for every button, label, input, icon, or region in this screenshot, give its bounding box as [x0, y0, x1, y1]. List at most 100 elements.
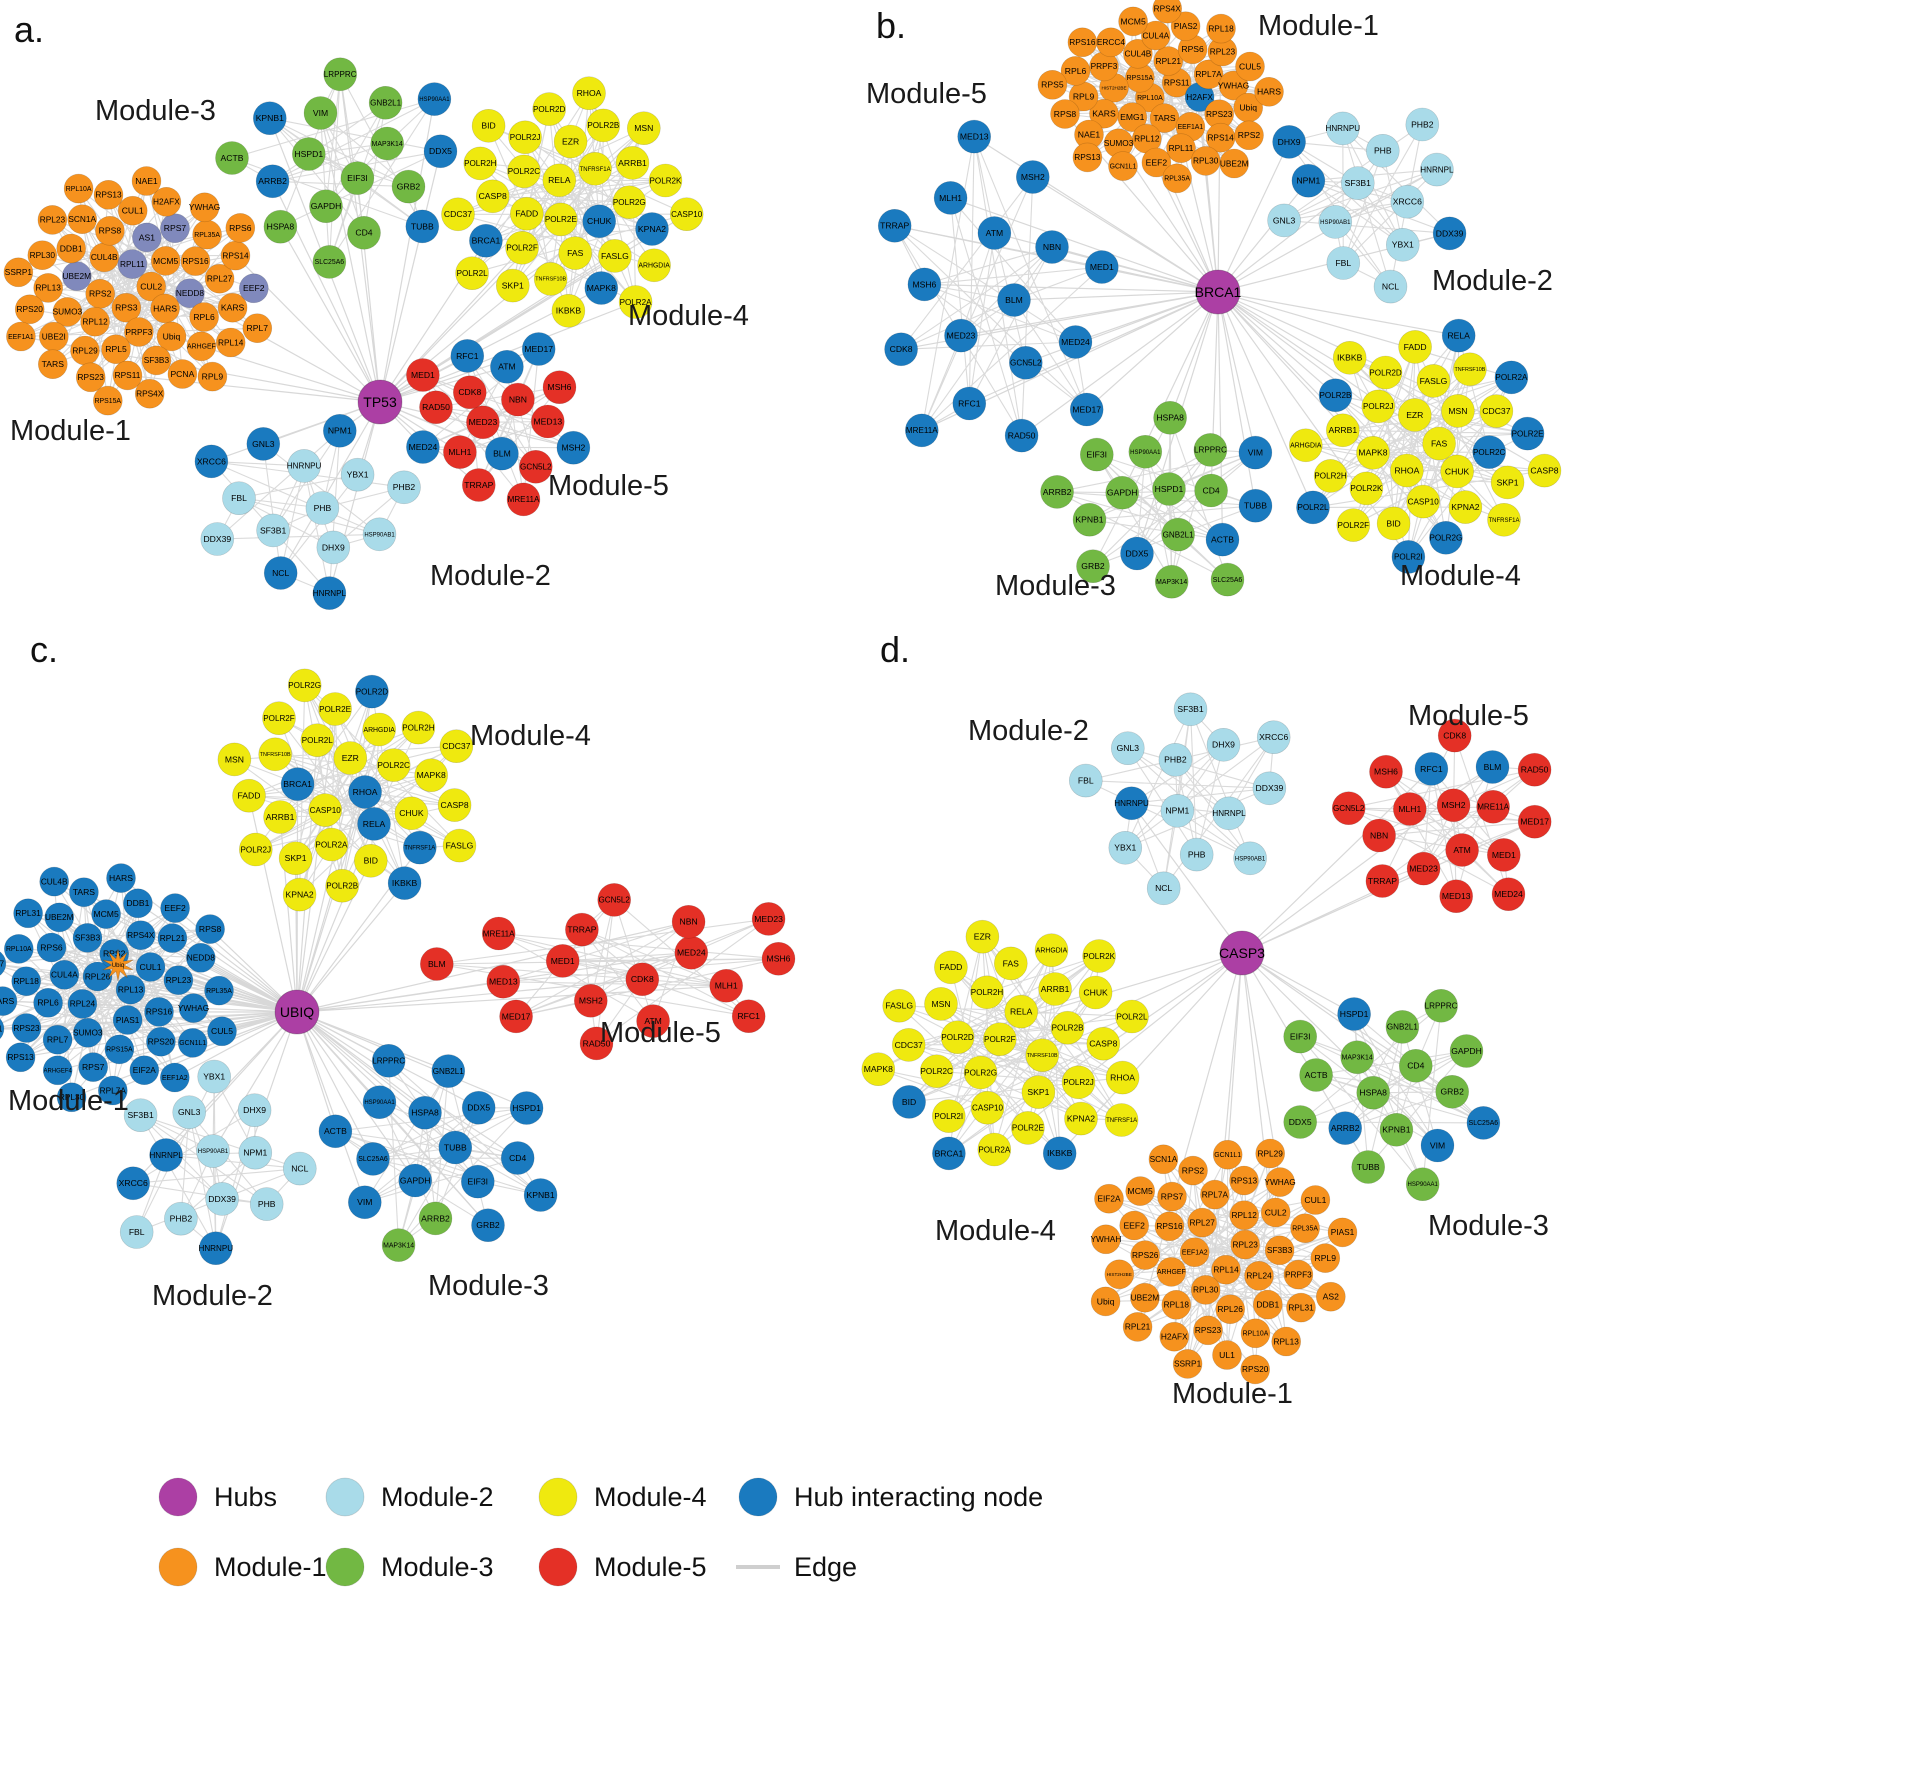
node-label: NCL — [291, 1164, 308, 1174]
node-circle — [1318, 205, 1353, 239]
node-circle — [1379, 1113, 1414, 1147]
node-label: RPL18 — [1208, 23, 1234, 33]
node-label: RPL18 — [14, 976, 40, 986]
legend-item-module-5: Module-5 — [538, 1547, 707, 1587]
node-circle — [1318, 378, 1353, 413]
node-circle — [1256, 720, 1291, 755]
node-label: PHB — [1188, 850, 1206, 860]
node-label: RPL35A — [1292, 1226, 1318, 1233]
node-label: SUMO3 — [73, 1028, 103, 1038]
node-label: RPL31 — [15, 908, 41, 918]
node-RPS8: RPS8 — [95, 216, 125, 246]
node-label: CUL5 — [211, 1026, 233, 1036]
node-label: UBE2M — [45, 912, 74, 922]
node-circle — [1016, 160, 1050, 194]
node-circle — [982, 1022, 1017, 1056]
node-label: ARHGDIA — [638, 263, 670, 270]
node-EIF3I: EIF3I — [1080, 437, 1114, 472]
node-label: POLR2D — [533, 105, 566, 114]
node-label: RPL13 — [36, 283, 62, 293]
node-label: MSH2 — [561, 443, 585, 453]
node-RPS26: RPS26 — [1130, 1240, 1160, 1270]
node-circle — [1369, 754, 1403, 789]
node-label: RPS11 — [0, 1024, 3, 1034]
node-NPM1: NPM1 — [238, 1135, 273, 1170]
node-POLR2B: POLR2B — [1050, 1010, 1085, 1045]
node-label: HIST2H2BE — [1101, 85, 1126, 90]
node-label: KARS — [1092, 109, 1116, 119]
node-label: SCN1A — [1150, 1154, 1178, 1164]
node-circle — [1441, 318, 1476, 353]
panel-b: RPL10ARPS11TARSRPS15AH2AFXEMG1RPL21EEF1A… — [866, 0, 1562, 602]
node-MED17: MED17 — [499, 999, 533, 1034]
node-label: RAD50 — [583, 1038, 611, 1048]
node-label: TRRAP — [567, 925, 596, 935]
node-circle — [460, 1164, 495, 1199]
module-label-c-Module-3: Module-3 — [428, 1270, 549, 1302]
node-circle — [556, 430, 591, 465]
node-RPL29: RPL29 — [1255, 1138, 1285, 1169]
module-label-b-Module-1: Module-1 — [1258, 10, 1379, 42]
node-CASP10: CASP10 — [1406, 484, 1440, 519]
node-ARHGDIA: ARHGDIA — [362, 712, 397, 747]
module-label-d-Module-4: Module-4 — [935, 1215, 1056, 1247]
node-TNFRSF1A: TNFRSF1A — [578, 152, 612, 186]
node-circle — [1398, 330, 1432, 364]
node-label: GCN5L2 — [1010, 359, 1042, 368]
node-label: HNRNPL — [313, 589, 347, 598]
labels-layer-b: b.Module-1Module-5Module-2Module-4Module… — [866, 5, 1553, 602]
node-circle — [1122, 1312, 1153, 1342]
node-circle — [1130, 1282, 1160, 1313]
node-circle — [1386, 228, 1420, 262]
node-circle — [398, 1163, 433, 1198]
node-PHB: PHB — [305, 491, 340, 525]
node-KPNA2: KPNA2 — [1064, 1101, 1098, 1136]
node-FAS: FAS — [993, 946, 1028, 981]
node-label: RPL30 — [1193, 156, 1219, 166]
node-label: RPL6 — [37, 998, 59, 1008]
node-circle — [1390, 453, 1424, 488]
node-label: RPL10A — [6, 946, 32, 953]
legend-item-edge: Edge — [736, 1552, 857, 1582]
node-POLR2H: POLR2H — [401, 710, 436, 745]
node-label: MED17 — [502, 1011, 531, 1021]
legend-label: Module-2 — [381, 1482, 494, 1512]
node-circle — [461, 468, 496, 502]
node-label: HSPD1 — [512, 1103, 541, 1113]
node-circle — [175, 278, 205, 309]
node-label: SLC25A6 — [358, 1156, 388, 1163]
node-label: RPL27 — [0, 958, 4, 968]
node-UBE2M: UBE2M — [1130, 1282, 1160, 1313]
node-label: MAP3K14 — [372, 141, 403, 148]
node-label: SKP1 — [1027, 1087, 1049, 1097]
node-RPS13: RPS13 — [1229, 1165, 1259, 1196]
node-RPL9: RPL9 — [1310, 1243, 1341, 1273]
node-label: RPS16 — [146, 1007, 173, 1017]
node-circle — [1120, 536, 1154, 571]
node-label: MED23 — [469, 417, 498, 427]
node-VIM: VIM — [347, 1185, 382, 1220]
node-RFC1: RFC1 — [952, 386, 987, 421]
node-circle — [239, 832, 273, 867]
node-label: FASLG — [885, 1001, 913, 1011]
node-YBX1: YBX1 — [340, 457, 375, 492]
node-label: RPS4X — [127, 930, 155, 940]
node-label: MSH2 — [1021, 172, 1045, 182]
node-HSP90AB1: HSP90AB1 — [196, 1134, 230, 1168]
node-RPS20: RPS20 — [14, 294, 45, 325]
node-label: DDX5 — [467, 1103, 490, 1113]
node-label: RPL35A — [1164, 176, 1190, 183]
node-circle — [1240, 1354, 1270, 1385]
node-TNFRSF1A: TNFRSF1A — [1104, 1103, 1139, 1137]
node-POLR2F: POLR2F — [982, 1022, 1017, 1056]
legend-label: Hub interacting node — [794, 1482, 1043, 1512]
node-circle — [1476, 789, 1510, 824]
node-circle — [1376, 506, 1411, 541]
node-circle — [33, 987, 63, 1018]
node-label: ATM — [644, 1016, 662, 1026]
node-circle — [314, 827, 349, 862]
node-label: FAS — [567, 248, 584, 258]
node-label: EZR — [1406, 410, 1423, 420]
node-RPS2: RPS2 — [1234, 120, 1264, 151]
node-GCN5L2: GCN5L2 — [518, 449, 553, 484]
